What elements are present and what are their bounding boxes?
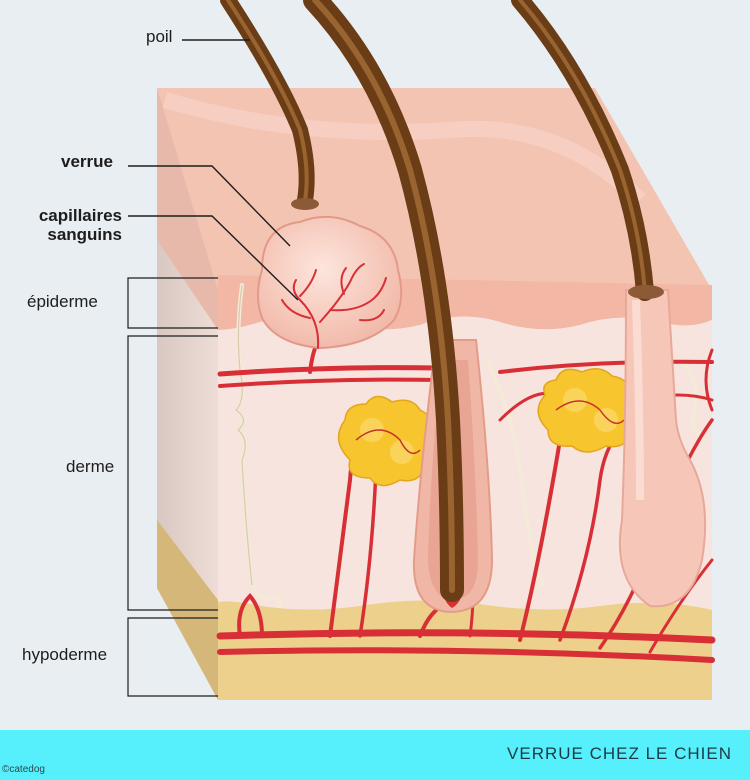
bracket-derme xyxy=(127,335,218,611)
hair-shafts xyxy=(220,0,654,602)
label-derme: derme xyxy=(66,457,115,476)
callout-verrue xyxy=(128,165,291,247)
label-poil: poil xyxy=(146,27,173,46)
footer-title: VERRUE CHEZ LE CHIEN xyxy=(507,744,732,763)
hair-follicle-right xyxy=(618,289,707,608)
label-capillaires: capillaires sanguins xyxy=(38,206,122,244)
hair-pore-left xyxy=(291,198,319,210)
block-side-face xyxy=(157,88,218,700)
copyright: ©catedog xyxy=(2,764,45,775)
callout-capillaires xyxy=(128,215,299,301)
wart xyxy=(257,215,403,350)
bracket-epiderme xyxy=(127,277,218,329)
callout-lines xyxy=(128,39,299,301)
label-epiderme: épiderme xyxy=(27,292,98,311)
layer-brackets xyxy=(127,277,218,697)
bracket-hypoderme xyxy=(127,617,218,697)
footer-bar: VERRUE CHEZ LE CHIEN xyxy=(0,730,750,780)
label-verrue: verrue xyxy=(61,152,113,171)
label-hypoderme: hypoderme xyxy=(22,645,108,664)
sebaceous-gland-right xyxy=(537,368,648,453)
hair-pore-right xyxy=(628,285,664,299)
